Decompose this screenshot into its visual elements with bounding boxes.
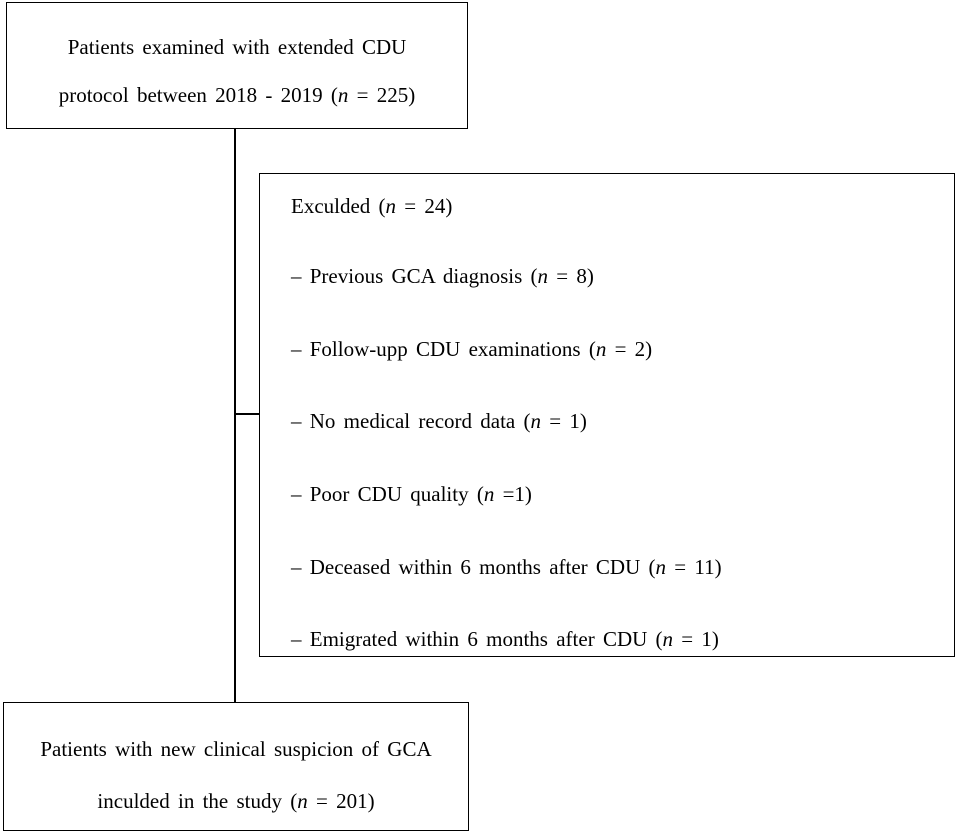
excluded-count: = 24) <box>396 194 453 218</box>
exclusion-count: = 2) <box>606 337 653 361</box>
exclusion-count: = 11) <box>666 555 722 579</box>
n-symbol: n <box>655 555 667 579</box>
exclusion-reason: – Emigrated within 6 months after CDU ( <box>291 627 663 651</box>
included-line-1: Patients with new clinical suspicion of … <box>40 737 432 761</box>
included-line-2: inculded in the study (n = 201) <box>4 791 468 812</box>
exclusion-reason: – No medical record data ( <box>291 409 531 433</box>
n-symbol: n <box>483 482 495 506</box>
n-symbol: n <box>595 337 607 361</box>
enrolled-line-2: protocol between 2018 - 2019 (n = 225) <box>7 85 467 106</box>
enrolled-line-1: Patients examined with extended CDU <box>67 35 407 59</box>
branch-connector-line <box>234 413 260 415</box>
vertical-connector-line <box>234 129 236 702</box>
excluded-heading: Exculded (n = 24) <box>291 196 452 217</box>
exclusion-item: – Follow-upp CDU examinations (n = 2) <box>291 339 652 360</box>
exclusion-reason: – Previous GCA diagnosis ( <box>291 264 538 288</box>
exclusion-count: = 8) <box>548 264 594 288</box>
n-symbol: n <box>337 83 349 107</box>
exclusion-reason: – Follow-upp CDU examinations ( <box>291 337 596 361</box>
exclusion-item: – Deceased within 6 months after CDU (n … <box>291 557 722 578</box>
n-symbol: n <box>530 409 541 433</box>
n-symbol: n <box>385 194 397 218</box>
exclusion-reason: – Poor CDU quality ( <box>291 482 484 506</box>
exclusion-item: – No medical record data (n = 1) <box>291 411 587 432</box>
excluded-heading-prefix: Exculded ( <box>291 194 386 218</box>
excluded-patients-box: Exculded (n = 24) – Previous GCA diagnos… <box>259 173 955 657</box>
enrolled-patients-box: Patients examined with extended CDU prot… <box>6 2 468 129</box>
exclusion-item: – Poor CDU quality (n =1) <box>291 484 532 505</box>
included-patients-box: Patients with new clinical suspicion of … <box>3 702 469 831</box>
exclusion-item: – Previous GCA diagnosis (n = 8) <box>291 266 594 287</box>
included-count: = 201) <box>307 789 375 813</box>
n-symbol: n <box>662 627 674 651</box>
n-symbol: n <box>297 789 308 813</box>
exclusion-reason: – Deceased within 6 months after CDU ( <box>291 555 656 579</box>
enrolled-count: = 225) <box>348 83 416 107</box>
n-symbol: n <box>537 264 549 288</box>
enrolled-line-2-prefix: protocol between 2018 - 2019 ( <box>58 83 338 107</box>
exclusion-count: = 1) <box>673 627 719 651</box>
included-line-2-prefix: inculded in the study ( <box>97 789 298 813</box>
exclusion-count: = 1) <box>540 409 587 433</box>
exclusion-item: – Emigrated within 6 months after CDU (n… <box>291 629 719 650</box>
exclusion-count: =1) <box>494 482 532 506</box>
